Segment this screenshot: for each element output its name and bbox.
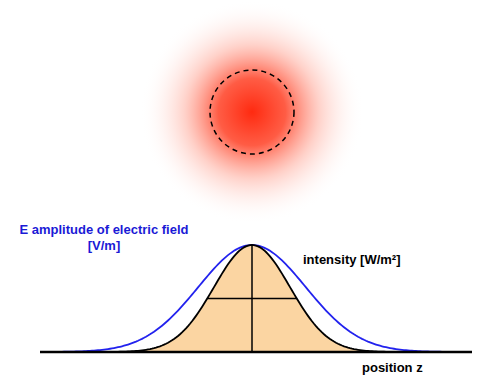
half-max-line — [207, 298, 296, 300]
axis-label: position z — [362, 360, 472, 376]
beam-spot — [140, 0, 364, 224]
z-axis — [40, 351, 472, 354]
amplitude-curve — [40, 245, 470, 352]
beam-waist-circle — [210, 70, 294, 154]
intensity-curve — [40, 245, 470, 352]
intensity-label: intensity [W/m²] — [303, 252, 471, 268]
intensity-area — [40, 245, 470, 352]
amplitude-label: E amplitude of electric field [V/m] — [4, 222, 204, 254]
